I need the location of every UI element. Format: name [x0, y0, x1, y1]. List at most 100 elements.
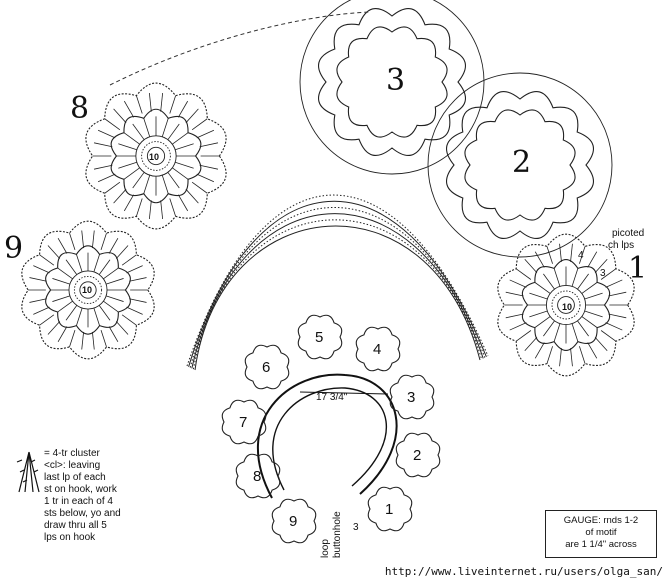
- legend-line: lps on hook: [44, 532, 96, 543]
- schematic-flower-2: 2: [395, 432, 441, 478]
- spoke: [199, 142, 219, 148]
- spoke: [529, 292, 548, 300]
- ring: [427, 72, 613, 258]
- spoke: [177, 194, 189, 212]
- motif-layer: [21, 0, 635, 377]
- spoke: [93, 164, 113, 170]
- spoke: [33, 265, 50, 274]
- spoke: [570, 348, 573, 367]
- ring: [557, 296, 575, 314]
- schematic-flower-3: 3: [389, 374, 435, 420]
- watermark-url: http://www.liveinternet.ru/users/olga_sa…: [381, 565, 666, 578]
- spoke: [594, 336, 608, 352]
- neckline-guide: [109, 11, 371, 86]
- spoke: [103, 267, 119, 280]
- spoke: [76, 307, 83, 326]
- side-mark: 3: [353, 522, 359, 533]
- spoke: [29, 277, 47, 282]
- legend-line: 1 tr in each of 4: [44, 496, 113, 507]
- spoke: [126, 265, 143, 274]
- cluster-legend: = 4-tr cluster <cl>: leaving last lp of …: [16, 448, 154, 544]
- petal-outline: [271, 498, 317, 544]
- spoke: [136, 95, 143, 114]
- spoke: [148, 200, 152, 220]
- spoke: [185, 188, 199, 204]
- gauge-line-2: of motif: [585, 527, 617, 538]
- spoke: [69, 329, 76, 348]
- motif-label-9: 9: [4, 231, 23, 266]
- spoke: [167, 172, 180, 189]
- outer-spokes: [504, 243, 628, 367]
- flower-3-outer: [318, 8, 466, 156]
- motif-8: [85, 82, 227, 230]
- schematic-flower-9: 9: [271, 498, 317, 544]
- spoke: [608, 313, 627, 319]
- spoke: [579, 246, 586, 264]
- label-layer: 8 9 3 2 1 10 10 10 picoted ch lps 3 4 17…: [4, 63, 647, 558]
- spoke: [543, 273, 555, 290]
- spoke: [534, 316, 551, 328]
- petal-outline: [389, 374, 435, 420]
- spoke: [581, 282, 598, 294]
- legend-line: draw thru all 5: [44, 520, 107, 531]
- buttonhole-label: buttonhole: [332, 511, 343, 558]
- motif-2: [446, 91, 594, 239]
- round-label-3: 3: [600, 268, 606, 279]
- petal-outline: [395, 432, 441, 478]
- spoke: [600, 330, 617, 342]
- schematic-flower-petals: [271, 498, 317, 544]
- ring: [79, 281, 97, 299]
- spoke: [104, 118, 121, 131]
- spoke: [553, 268, 561, 287]
- collar-band: [109, 11, 489, 371]
- spoke: [534, 342, 545, 359]
- band-arc: [191, 213, 484, 369]
- spoke: [605, 279, 623, 288]
- petal-outline: [497, 233, 635, 377]
- spoke: [129, 277, 147, 282]
- flower-3-inner: [336, 26, 448, 138]
- spoke: [123, 194, 135, 212]
- spoke: [161, 175, 169, 194]
- spoke: [143, 118, 151, 137]
- spoke: [52, 295, 71, 302]
- spoke: [69, 232, 76, 251]
- schematic-flower-5: 5: [297, 314, 343, 360]
- spoke: [92, 230, 95, 249]
- spoke: [93, 307, 100, 326]
- measure-line: [299, 391, 389, 395]
- legend-line: last lp of each: [44, 472, 106, 483]
- loop-label: loop: [320, 539, 331, 558]
- gauge-line-3: are 1 1/4" across: [565, 539, 637, 550]
- spoke: [600, 268, 617, 280]
- schematic-flower-petals: [395, 432, 441, 478]
- band-arc: [192, 219, 483, 370]
- spoke: [534, 251, 545, 268]
- flower-2-lace: [427, 72, 613, 258]
- ring: [141, 141, 171, 171]
- petal-outline: [85, 82, 227, 230]
- spoke: [546, 346, 553, 364]
- spoke: [571, 323, 579, 342]
- schematic-flower-label: 9: [289, 513, 297, 530]
- spoke: [123, 132, 140, 145]
- petal-outline: [235, 453, 281, 499]
- petal-outline: [464, 109, 576, 221]
- band-arc: [186, 194, 489, 367]
- collar-outline-inner: [272, 387, 388, 491]
- spoke: [509, 322, 527, 331]
- outer-spokes: [92, 92, 220, 220]
- picot-label: picoted: [612, 228, 644, 239]
- petal-outline: [446, 91, 594, 239]
- spoke: [76, 254, 83, 273]
- spoke: [524, 336, 538, 352]
- spoke: [132, 123, 145, 140]
- legend-line: st on hook, work: [44, 484, 117, 495]
- schematic-flower-1: 1: [367, 486, 413, 532]
- spoke: [33, 306, 50, 315]
- spoke: [570, 243, 573, 262]
- schematic-flower-4: 4: [355, 326, 401, 372]
- spoke: [175, 161, 194, 169]
- schematic-flower-petals: [244, 344, 290, 390]
